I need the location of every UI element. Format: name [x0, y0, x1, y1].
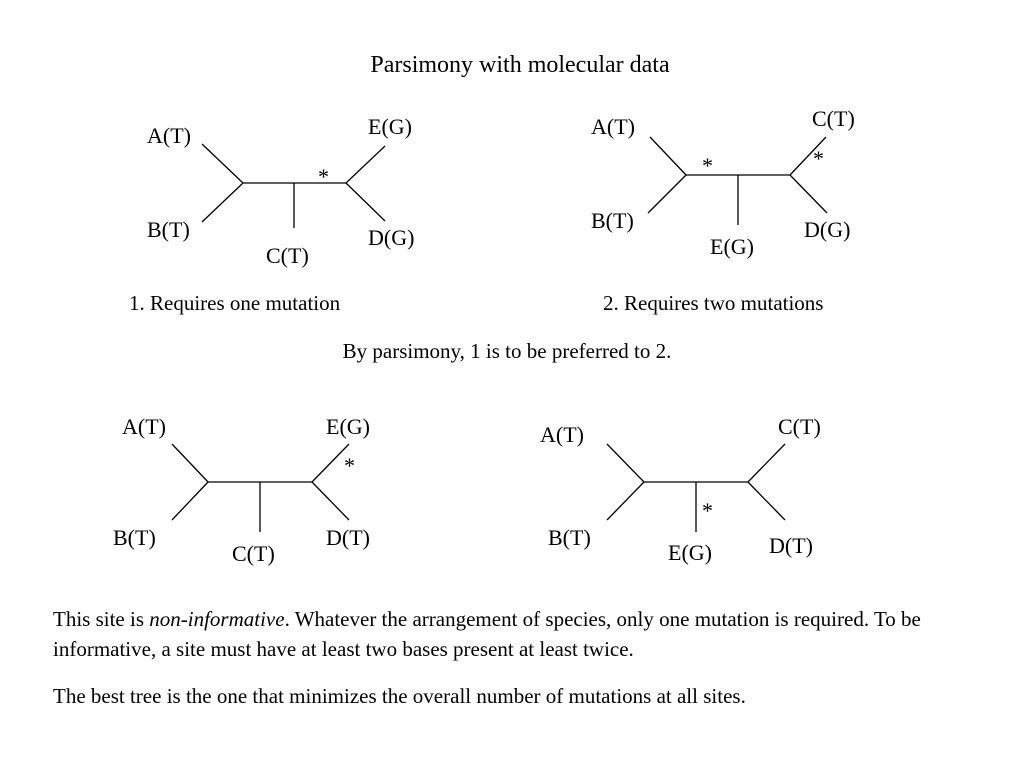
tree-3-branch-b [171, 481, 209, 521]
tree-1-label-e: E(G) [368, 114, 412, 139]
paragraph-1-emphasis: non-informative [149, 607, 285, 631]
tree-4-label-a: A(T) [540, 422, 584, 447]
tree-2-mutation-mark-2: * [813, 146, 824, 171]
tree-4-label-d: D(T) [769, 533, 813, 558]
tree-2-label-b: B(T) [591, 208, 634, 233]
tree-1-branch-a [201, 143, 244, 184]
tree-4-branch-e [747, 443, 786, 483]
tree-4-mutation-mark: * [702, 498, 713, 523]
tree-1-label-b: B(T) [147, 217, 190, 242]
tree-2-label-d: D(G) [804, 217, 850, 242]
tree-4-branch-d [747, 481, 786, 521]
tree-2: A(T) B(T) E(G) C(T) D(G) * * [591, 106, 855, 259]
tree-4: A(T) B(T) E(G) C(T) D(T) * [540, 414, 821, 565]
tree-3-branch-d [311, 481, 350, 521]
tree-1-label-d: D(G) [368, 225, 414, 250]
tree-3-mutation-mark: * [344, 453, 355, 478]
tree-4-branch-a [606, 443, 645, 483]
tree-3-branch-e [311, 443, 350, 483]
paragraph-1-lead: This site is [53, 607, 150, 631]
tree-2-mutation-mark-1: * [702, 153, 713, 178]
preference-caption: By parsimony, 1 is to be preferred to 2. [342, 339, 672, 363]
tree-2-branch-e [789, 136, 827, 176]
tree-1-mutation-mark: * [318, 164, 329, 189]
best-tree-paragraph: The best tree is the one that minimizes … [53, 684, 746, 708]
tree-3-label-b: B(T) [113, 525, 156, 550]
tree-3-label-e: E(G) [326, 414, 370, 439]
tree-4-label-c: E(G) [668, 540, 712, 565]
paragraph-1-rest: . Whatever the arrangement of species, o… [53, 607, 921, 661]
tree-1-branch-e [345, 145, 386, 184]
tree-3: A(T) B(T) C(T) E(G) D(T) * [113, 414, 370, 566]
tree-3-branch-a [171, 443, 209, 483]
tree-4-label-b: B(T) [548, 525, 591, 550]
tree-1: A(T) B(T) C(T) E(G) D(G) * [147, 114, 414, 268]
tree-1-caption: 1. Requires one mutation [129, 291, 341, 315]
tree-2-caption: 2. Requires two mutations [603, 291, 824, 315]
tree-3-label-d: D(T) [326, 525, 370, 550]
tree-1-branch-b [201, 182, 244, 223]
tree-2-label-a: A(T) [591, 114, 635, 139]
tree-4-label-e: C(T) [778, 414, 821, 439]
tree-1-label-c: C(T) [266, 243, 309, 268]
tree-1-label-a: A(T) [147, 123, 191, 148]
non-informative-paragraph: This site is non-informative. Whatever t… [53, 604, 993, 664]
tree-2-label-e: C(T) [812, 106, 855, 131]
tree-1-branch-d [345, 182, 386, 222]
tree-2-branch-d [789, 174, 828, 214]
tree-4-branch-b [606, 481, 645, 521]
tree-3-label-c: C(T) [232, 541, 275, 566]
tree-2-branch-a [649, 136, 687, 176]
tree-2-label-c: E(G) [710, 234, 754, 259]
slide-title: Parsimony with molecular data [370, 52, 670, 78]
tree-2-branch-b [647, 174, 687, 214]
tree-3-label-a: A(T) [122, 414, 166, 439]
